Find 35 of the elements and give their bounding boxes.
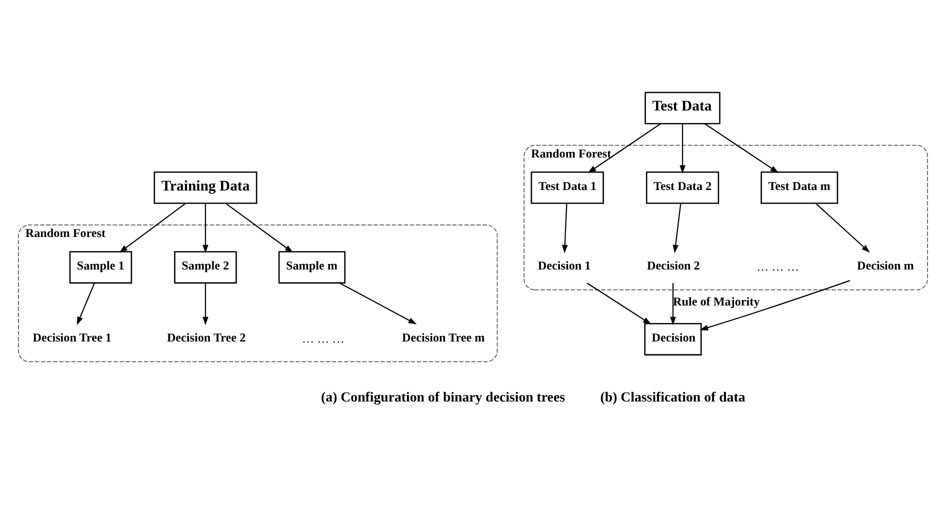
- node-text: Decision Tree m: [402, 330, 485, 345]
- node-box: Decision: [644, 322, 702, 356]
- node-box: Sample 1: [69, 251, 132, 284]
- arrow: [119, 202, 186, 253]
- node-text: Decision Tree 2: [166, 330, 246, 345]
- arrow: [680, 124, 686, 174]
- arrow: [76, 282, 95, 326]
- arrow: [672, 204, 682, 254]
- edge-label: Rule of Majority: [672, 294, 760, 309]
- node-text: Decision Tree 1: [32, 330, 112, 345]
- label: (b) Classification of data: [600, 389, 746, 404]
- label: … … …: [302, 331, 344, 346]
- arrow: [202, 283, 208, 326]
- node-box: Test Data: [644, 92, 720, 124]
- label: (a) Configuration of binary decision trees: [321, 389, 565, 404]
- arrow: [700, 280, 850, 330]
- node-box: Sample 2: [174, 251, 237, 284]
- label: … … …: [756, 260, 799, 274]
- node-box: Test Data m: [760, 171, 838, 204]
- arrow: [562, 204, 568, 254]
- node-box: Training Data: [154, 171, 258, 204]
- node-text: Decision m: [856, 258, 914, 273]
- node-box: Sample m: [278, 251, 346, 284]
- node-box: Test Data 1: [530, 171, 604, 204]
- arrow: [704, 123, 779, 173]
- arrow: [339, 282, 417, 324]
- arrow: [225, 202, 294, 253]
- arrow: [202, 204, 208, 254]
- node-text: Decision 1: [538, 258, 591, 273]
- arrow: [816, 203, 870, 253]
- arrow: [586, 282, 652, 324]
- node-text: Decision 2: [647, 258, 700, 273]
- arrow: [670, 283, 676, 326]
- node-box: Test Data 2: [646, 171, 720, 204]
- arrow: [588, 123, 661, 173]
